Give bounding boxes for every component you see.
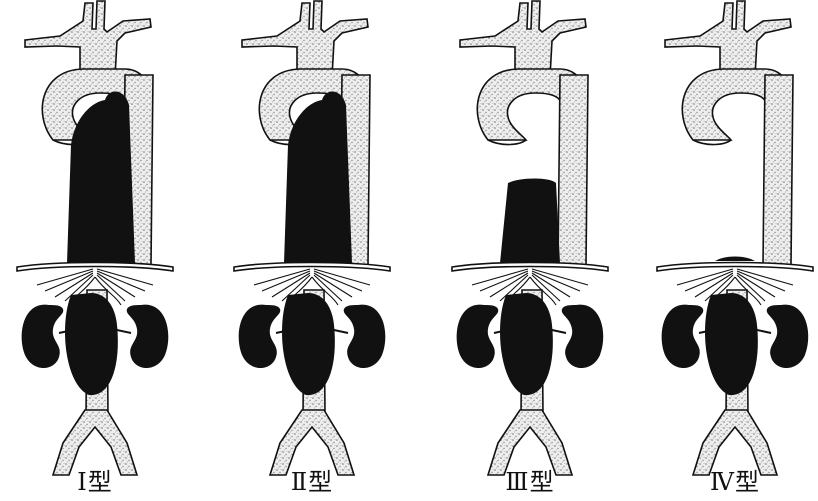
panel-type-1 (17, 1, 173, 475)
panel-type-2 (234, 1, 390, 475)
false-lumen-type-4 (715, 257, 755, 262)
false-lumen-abdominal-type-1 (65, 293, 118, 395)
false-lumen-type-1 (67, 91, 135, 263)
panel-type-3 (452, 1, 608, 475)
false-lumen-type-2 (284, 91, 352, 263)
panel-type-4 (657, 1, 813, 475)
caption-type-1: Ⅰ型 (35, 462, 155, 497)
false-lumen-abdominal-type-2 (282, 293, 335, 395)
false-lumen-type-3 (500, 179, 560, 264)
false-lumen-abdominal-type-3 (500, 293, 553, 395)
false-lumen-abdominal-type-4 (705, 293, 758, 395)
caption-type-4: Ⅳ型 (675, 462, 795, 497)
caption-type-2: Ⅱ型 (252, 462, 372, 497)
caption-type-3: Ⅲ型 (470, 462, 590, 497)
